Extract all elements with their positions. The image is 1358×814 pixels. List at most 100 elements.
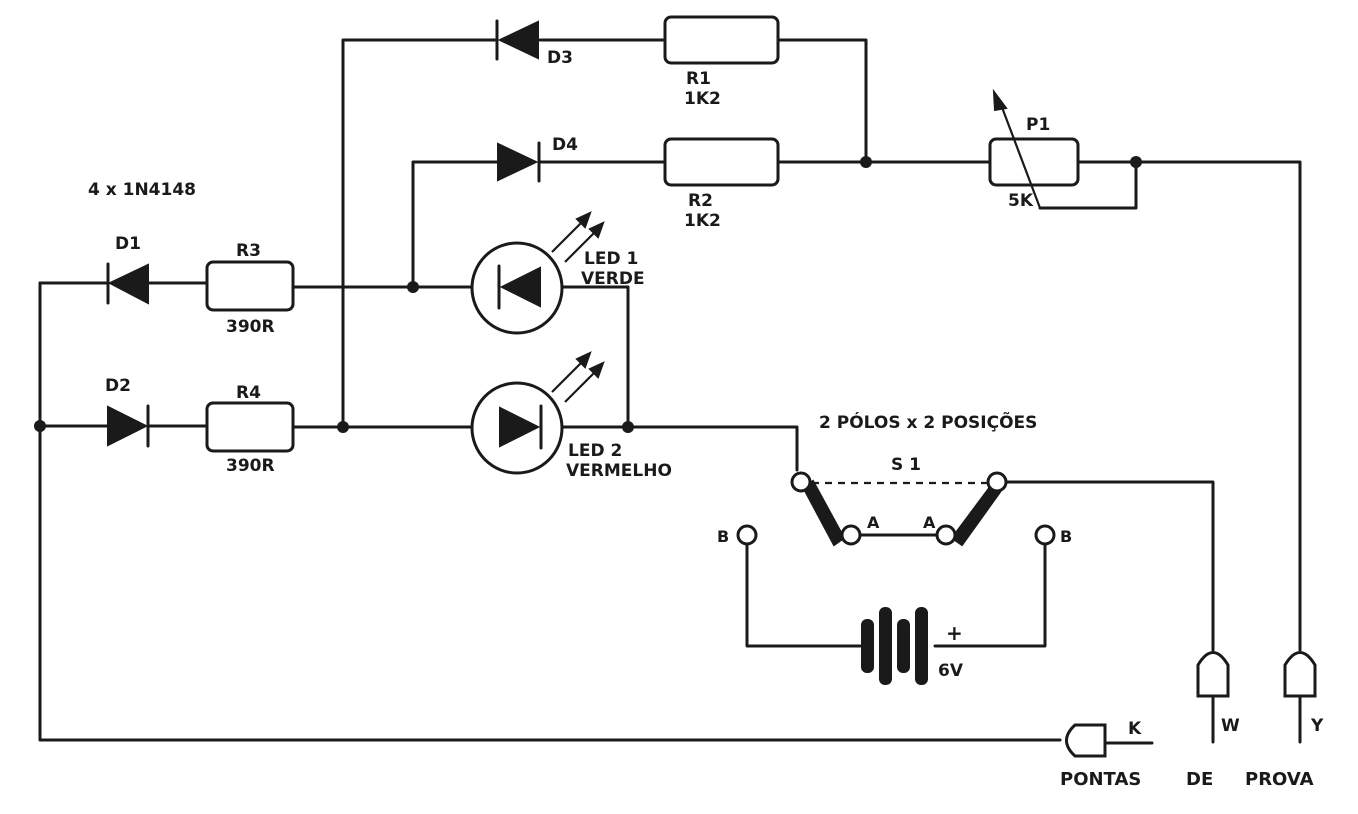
led-1-light-arrowhead	[575, 211, 592, 229]
battery-cell-plate	[879, 607, 892, 685]
diode-d4	[497, 141, 541, 183]
probe-w	[1196, 651, 1230, 744]
label-r3-value: 390R	[226, 317, 275, 337]
probe-k	[1065, 723, 1154, 758]
led-1-light-arrowhead	[588, 221, 605, 239]
wire-p1-wiper	[1038, 160, 1138, 210]
wire-p1-y	[1076, 160, 1302, 652]
label-switch-description: 2 PÓLOS x 2 POSIÇÕES	[819, 410, 1037, 433]
switch-s1-contact-a-right	[935, 524, 957, 546]
switch-s1-lever-left	[801, 479, 846, 547]
junctions	[34, 156, 1142, 433]
label-r4-value: 390R	[226, 456, 275, 476]
label-probe-w: W	[1221, 716, 1240, 736]
label-d3: D3	[547, 48, 573, 68]
label-probe-y: Y	[1310, 716, 1324, 736]
junction-dot	[34, 420, 46, 432]
label-r2: R2	[688, 191, 713, 211]
diode-d4-triangle	[497, 142, 539, 182]
label-p1-value: 5K	[1008, 191, 1034, 211]
diode-d3	[495, 19, 539, 61]
battery-cell-plate	[915, 607, 928, 685]
label-pos-a-right: A	[923, 513, 936, 532]
probe-w-tip	[1196, 651, 1230, 698]
label-led2: LED 2	[568, 441, 622, 461]
junction-dot	[407, 281, 419, 293]
resistor-r3	[205, 260, 295, 312]
wire-d4-branch	[411, 160, 499, 289]
diode-d1	[106, 262, 149, 305]
potentiometer-p1-body	[988, 137, 1080, 187]
wire-d3-branch	[341, 38, 499, 429]
switch-s1-common-left	[790, 471, 812, 493]
switch-s1	[736, 471, 1056, 547]
wires	[38, 38, 1302, 742]
wire-b-left	[745, 543, 862, 648]
led-1-light-arrow	[564, 229, 598, 263]
label-r3: R3	[236, 241, 261, 261]
potentiometer-arrow-shaft	[998, 101, 1042, 209]
switch-s1-lever-right	[950, 485, 1002, 547]
label-d4: D4	[552, 135, 578, 155]
label-pos-a-left: A	[867, 513, 880, 532]
switch-s1-contact-b-right	[1034, 524, 1056, 546]
switch-s1-contact-a-left	[840, 524, 862, 546]
battery-cell-plate	[861, 619, 874, 673]
junction-dot	[1130, 156, 1142, 168]
diode-type-note: 4 x 1N4148	[88, 180, 196, 200]
diode-d2	[107, 404, 150, 448]
label-pos-b-left: B	[717, 527, 729, 546]
led-1	[470, 211, 605, 335]
label-probe-k: K	[1128, 719, 1142, 739]
junction-dot	[622, 421, 634, 433]
led-2-light-arrow	[551, 359, 585, 393]
led-2-light-arrowhead	[588, 361, 605, 379]
label-s1: S 1	[891, 455, 921, 475]
diode-d2-triangle	[107, 405, 149, 447]
switch-s1-contact-b-left	[736, 524, 758, 546]
label-battery-voltage: 6V	[938, 661, 964, 681]
led-2-light-arrowhead	[575, 351, 592, 369]
label-pos-b-right: B	[1060, 527, 1072, 546]
wire-led2-out	[560, 425, 799, 472]
wire-b-right	[942, 543, 1047, 648]
label-r1: R1	[686, 69, 711, 89]
resistor-r2	[663, 137, 780, 187]
label-r1-value: 1K2	[684, 89, 721, 109]
labels: 4 x 1N4148 D1 D2 D3 D4 R1 1K2 R2 1K2 R3 …	[88, 48, 1324, 790]
label-battery-plus: +	[946, 621, 963, 645]
label-led2-color: VERMELHO	[566, 461, 672, 481]
battery-cell-plate	[897, 619, 910, 673]
potentiometer-arrow-head	[992, 88, 1008, 112]
label-led1-color: VERDE	[581, 269, 645, 289]
label-p1: P1	[1026, 115, 1050, 135]
label-probes-word2: DE	[1186, 769, 1213, 790]
label-r4: R4	[236, 383, 261, 403]
battery-6v	[861, 607, 946, 685]
wire-led1-out	[560, 285, 630, 429]
label-r2-value: 1K2	[684, 211, 721, 231]
switch-s1-common-right	[986, 471, 1008, 493]
led-1-triangle	[499, 266, 541, 308]
probe-y-tip	[1283, 651, 1317, 698]
led-2-triangle	[499, 406, 541, 448]
wire-s1-w	[1003, 480, 1215, 652]
resistor-r4	[205, 401, 295, 453]
potentiometer-p1	[988, 88, 1080, 209]
label-probes-word1: PONTAS	[1060, 769, 1141, 790]
probe-y	[1283, 651, 1317, 744]
led-2	[470, 351, 605, 475]
resistor-r1	[663, 15, 780, 65]
wire-left-bus	[38, 281, 1062, 742]
diode-d3-triangle	[497, 20, 539, 60]
probe-k-tip	[1065, 723, 1107, 758]
label-d2: D2	[105, 376, 131, 396]
junction-dot	[337, 421, 349, 433]
led-1-light-arrow	[551, 219, 585, 253]
wire-r1-node	[776, 38, 868, 164]
diode-d1-triangle	[107, 263, 149, 305]
label-d1: D1	[115, 234, 141, 254]
label-probes-word3: PROVA	[1245, 769, 1314, 790]
led-2-light-arrow	[564, 369, 598, 403]
